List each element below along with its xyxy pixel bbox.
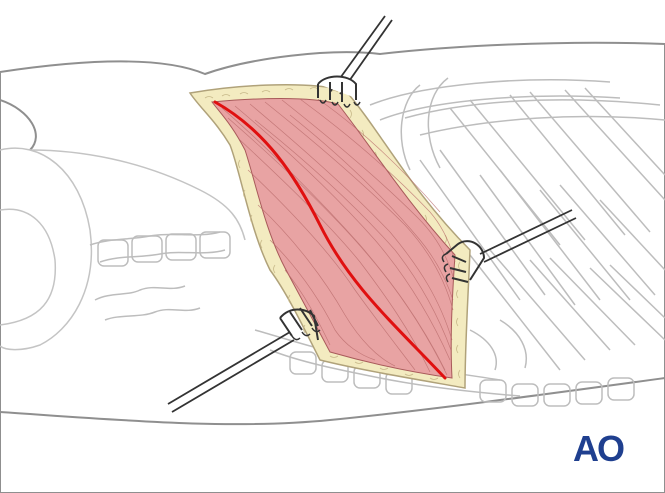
retractor-right-icon xyxy=(441,209,577,283)
ao-logo-icon: AO xyxy=(573,428,625,469)
retractor-left-icon xyxy=(167,307,321,413)
shoulder-outline xyxy=(0,147,246,351)
retractor-top-icon xyxy=(317,15,393,108)
body-lower-outline xyxy=(0,377,665,426)
incision-line xyxy=(213,100,447,380)
latissimus-dorsi-muscle xyxy=(211,98,456,379)
rib-cage xyxy=(369,77,665,371)
spine xyxy=(89,231,635,407)
logo-text: AO xyxy=(573,428,625,469)
arm-outline xyxy=(0,99,37,151)
